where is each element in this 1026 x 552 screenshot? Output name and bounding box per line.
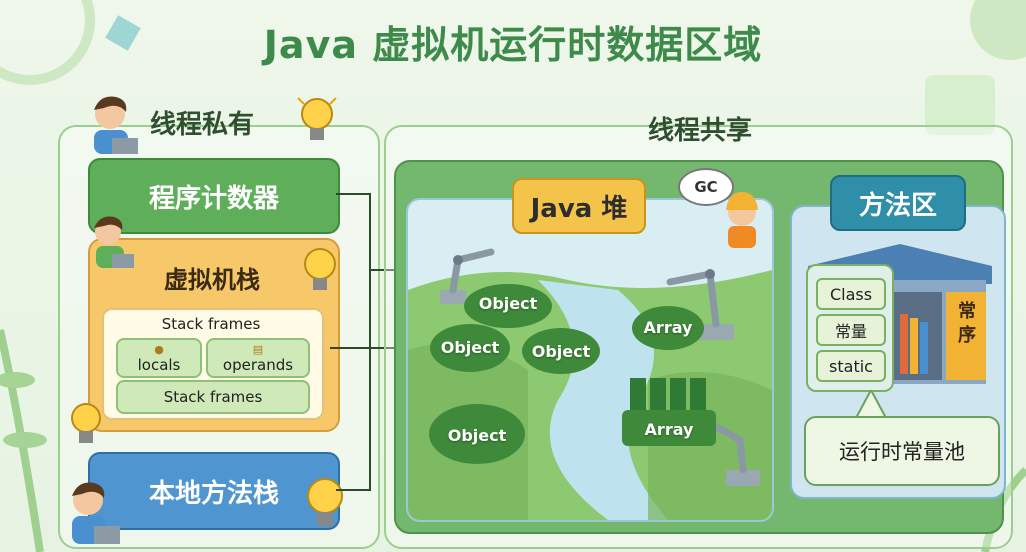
worker-icon <box>726 192 758 248</box>
object-label: Object <box>440 338 500 357</box>
lightbulb-icon <box>71 403 101 443</box>
stack-icon: ▤ <box>252 342 264 356</box>
thread-private-title: 线程私有 <box>150 110 255 140</box>
thread-shared-title: 线程共享 <box>648 116 753 146</box>
operands-label: operands <box>222 355 294 374</box>
vm-stack-title: 虚拟机栈 <box>164 266 260 294</box>
object-label: Object <box>447 426 507 445</box>
robot-arm-icon <box>440 248 495 304</box>
robot-arm-icon <box>704 418 760 486</box>
method-area-label: 方法区 <box>830 175 966 231</box>
locals-label: locals <box>137 355 181 374</box>
object-label: Object <box>478 294 538 313</box>
array-blocks <box>622 378 716 446</box>
array-label: Array <box>644 420 694 439</box>
object-bush <box>430 324 510 372</box>
person-icon <box>94 96 138 154</box>
static-chip: static <box>816 350 886 382</box>
stack-frames-title: Stack frames <box>161 315 261 333</box>
page-title: Java 虚拟机运行时数据区域 <box>263 23 763 67</box>
object-label: Object <box>531 342 591 361</box>
locals-cell: ● locals <box>116 338 202 378</box>
constant-chip: 常量 <box>816 314 886 346</box>
runtime-constant-pool-box: 运行时常量池 <box>804 416 1000 486</box>
program-counter-box: 程序计数器 <box>88 158 340 234</box>
object-bush <box>522 328 600 374</box>
robot-arm-icon <box>666 269 734 340</box>
person-icon: ● <box>154 342 164 356</box>
person-icon <box>72 482 120 544</box>
java-heap-label: Java 堆 <box>512 178 646 234</box>
array-bush <box>632 306 704 350</box>
lightbulb-icon <box>297 97 337 140</box>
lightbulb-icon <box>304 248 336 290</box>
pointer-triangle <box>856 390 886 418</box>
native-method-stack-box: 本地方法栈 <box>88 452 340 530</box>
object-bush <box>429 404 525 464</box>
person-icon <box>94 216 134 268</box>
side-sign: 常 序 <box>958 301 976 346</box>
gc-bubble: GC <box>678 168 734 206</box>
stack-frames-bottom: Stack frames <box>116 380 310 414</box>
class-chip: Class <box>816 278 886 310</box>
operands-cell: ▤ operands <box>206 338 310 378</box>
lightbulb-icon <box>307 478 343 526</box>
object-bush <box>464 284 552 328</box>
array-label: Array <box>643 318 693 337</box>
